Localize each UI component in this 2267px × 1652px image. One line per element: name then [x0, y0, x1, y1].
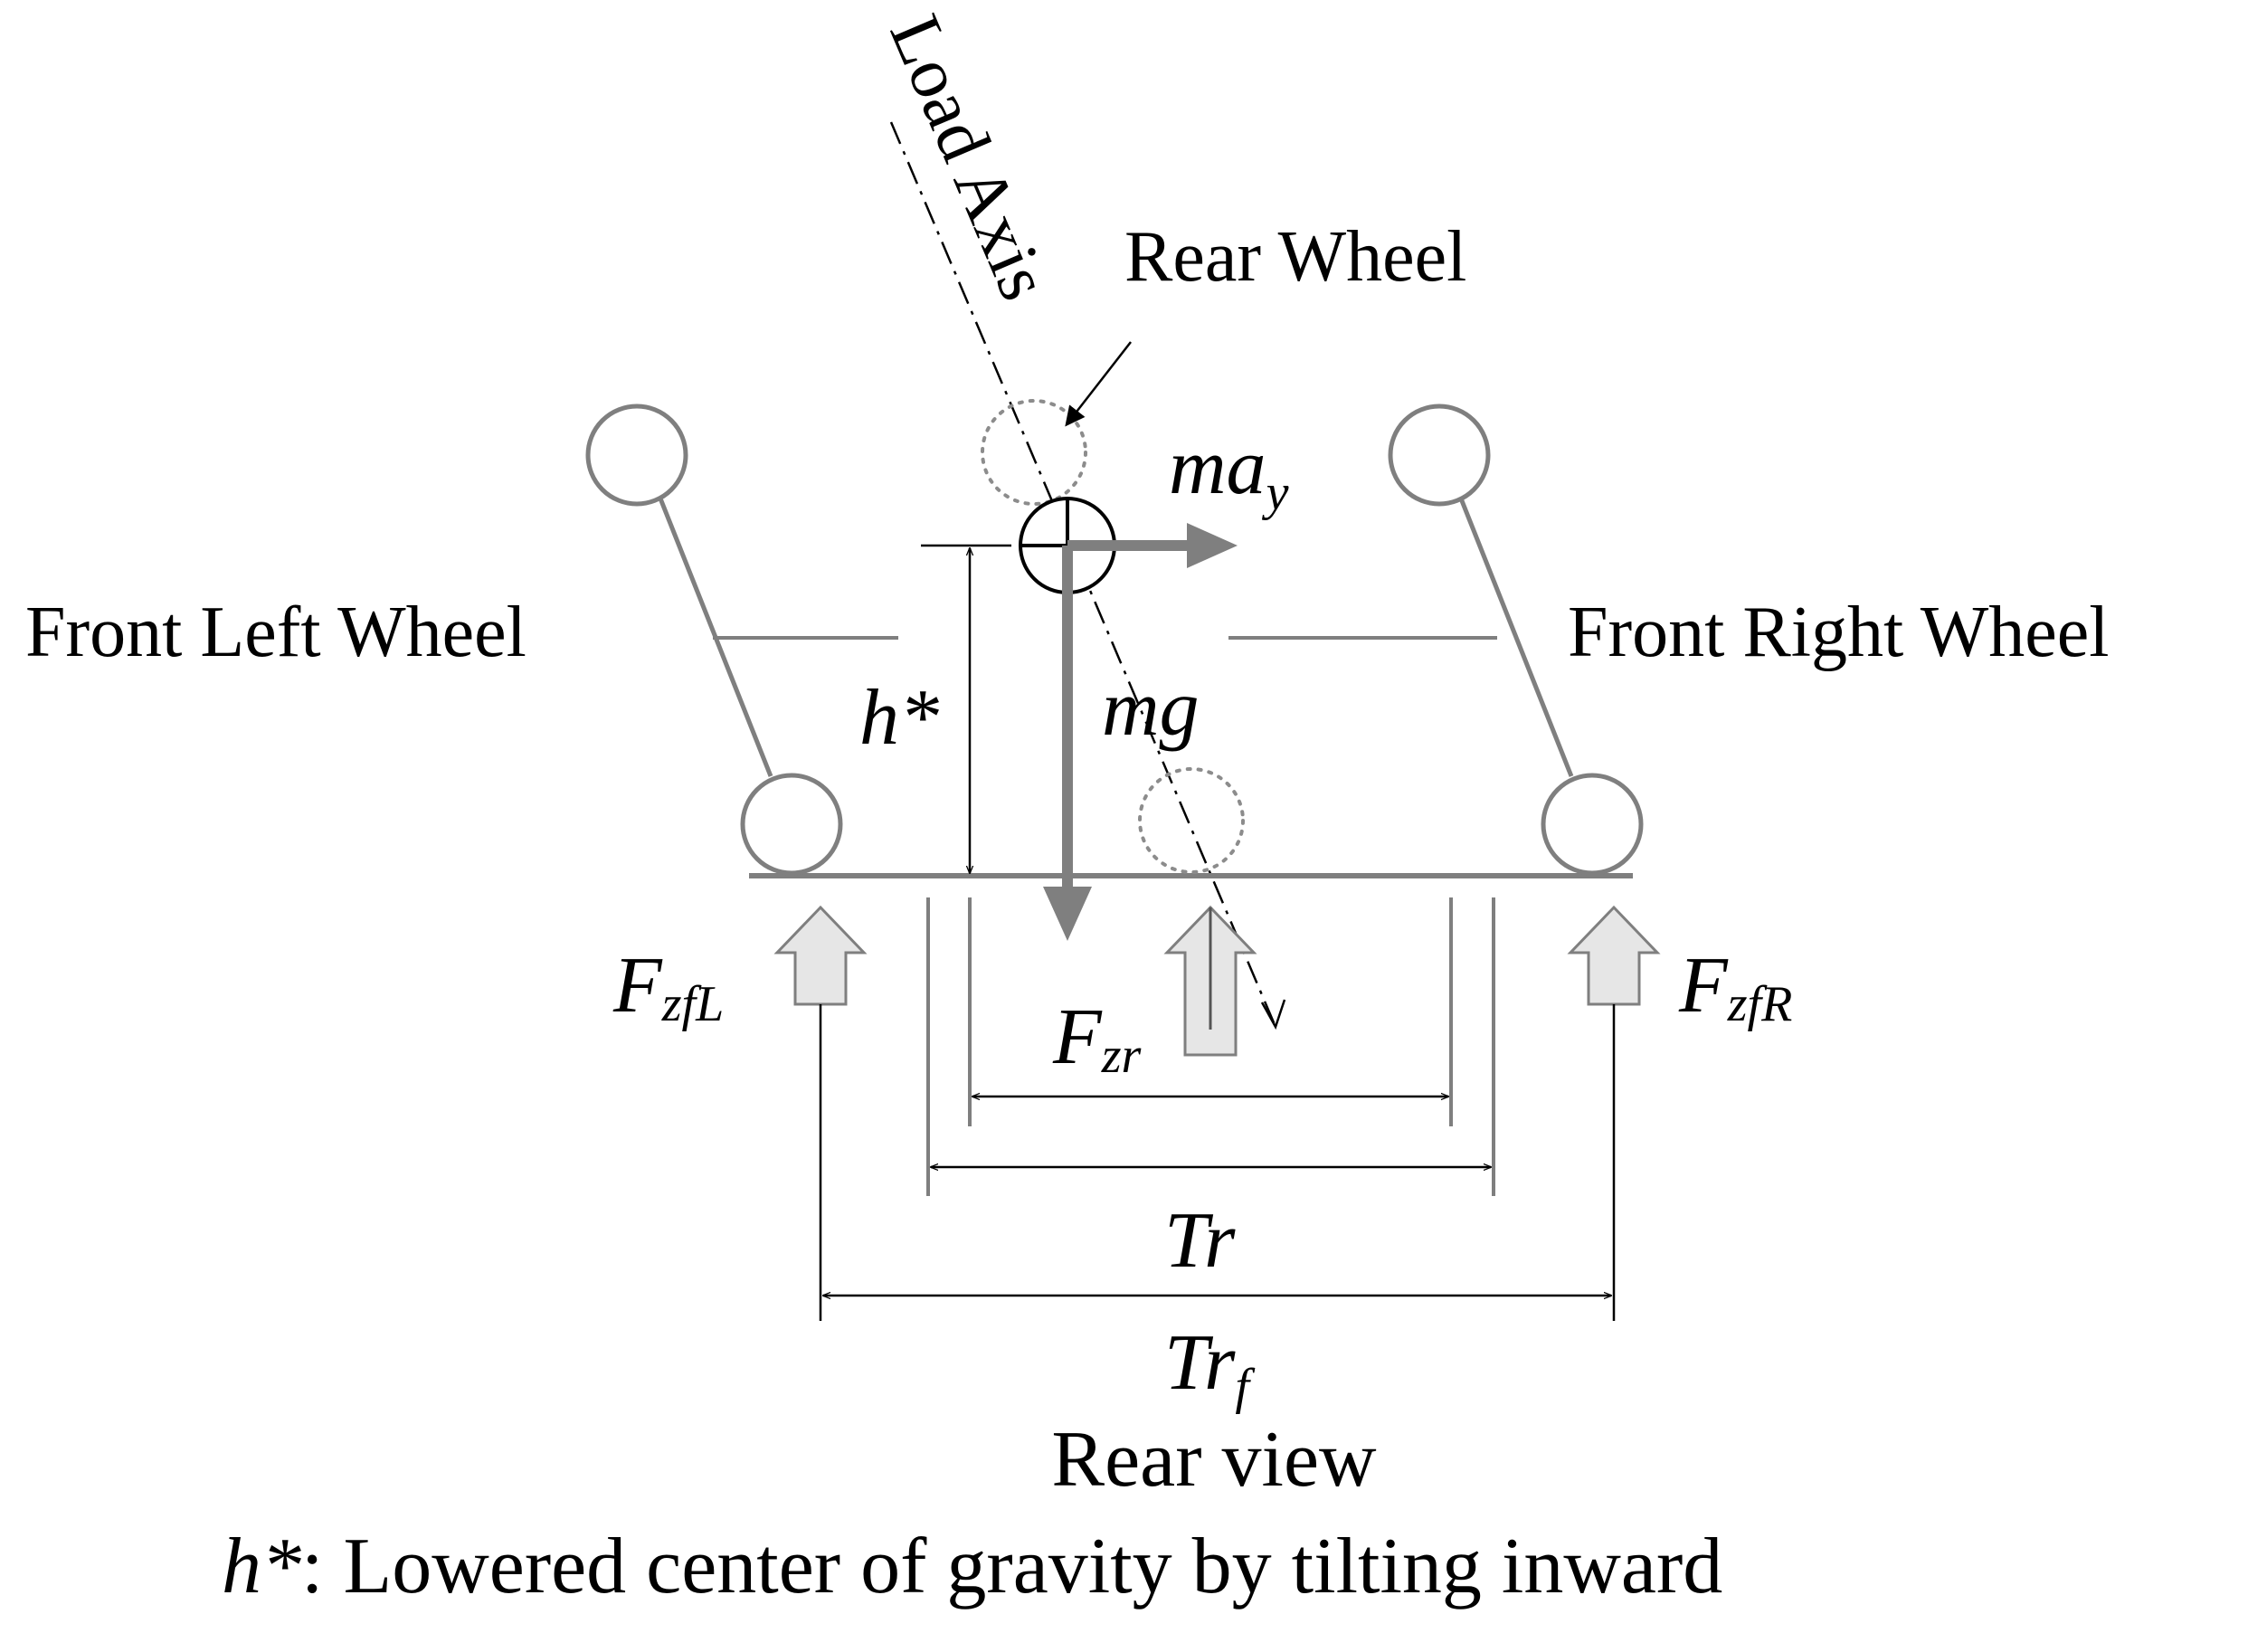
fzfr-arrow	[1567, 905, 1661, 1006]
lateral-force-arrow	[1067, 523, 1238, 568]
caption-description: h*: Lowered center of gravity by tilting…	[222, 1523, 1722, 1610]
load-axis-label: Load Axis	[874, 5, 1064, 311]
fzfr-label: FzfR	[1678, 942, 1792, 1032]
ma-label: may	[1169, 423, 1289, 521]
h-star-dimension	[921, 544, 1011, 873]
front-right-wheel-label: Front Right Wheel	[1568, 593, 2109, 672]
h-star-label: h*	[859, 674, 939, 762]
tr-label: Tr	[1164, 1197, 1236, 1285]
fzfl-label: FzfL	[612, 942, 724, 1032]
rear-wheel-pointer	[1065, 341, 1132, 427]
load-axis-arrowhead	[1260, 999, 1286, 1030]
rear-wheel-upper	[981, 399, 1087, 506]
mg-label: mg	[1102, 665, 1200, 753]
gravity-force-arrow	[1043, 546, 1092, 941]
fzr-label: Fzr	[1052, 993, 1142, 1084]
front-left-wheel-label: Front Left Wheel	[25, 593, 526, 672]
front-right-wheel	[1388, 404, 1644, 876]
caption-title: Rear view	[1051, 1416, 1377, 1504]
fzfl-arrow	[773, 905, 868, 1006]
trf-label: Trf	[1164, 1319, 1256, 1415]
rear-wheel-label: Rear Wheel	[1124, 217, 1466, 297]
rear-wheel-lower	[1138, 767, 1245, 874]
